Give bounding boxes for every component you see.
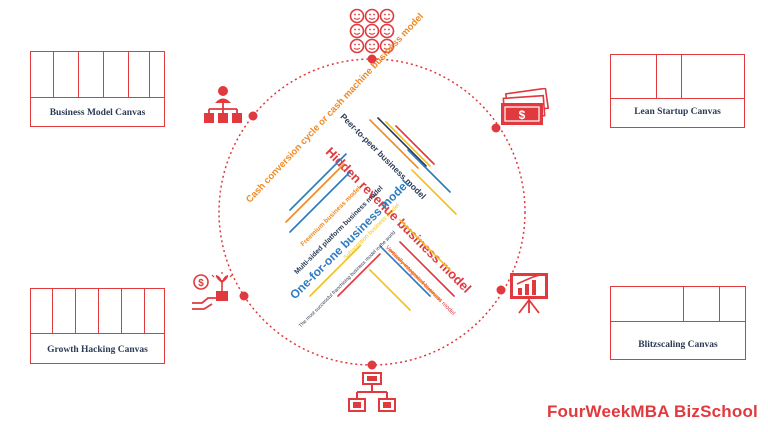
lean-startup-canvas-label: Lean Startup Canvas: [634, 107, 721, 117]
canvas-grid: [31, 289, 164, 334]
growth-hacking-canvas-card[interactable]: Growth Hacking Canvas: [30, 288, 165, 364]
svg-text:$: $: [198, 278, 204, 289]
growth-plant-icon: $: [192, 272, 233, 310]
growth-hacking-canvas-label: Growth Hacking Canvas: [47, 345, 148, 355]
ring-dot-top-left: [248, 111, 258, 121]
business-model-canvas-label: Business Model Canvas: [49, 108, 146, 118]
canvas-grid: [611, 55, 744, 99]
crowd-faces-icon: [349, 8, 395, 54]
org-chart-icon: [204, 86, 242, 123]
ring-dot-top-right: [491, 123, 501, 133]
blitzscaling-canvas-card[interactable]: Blitzscaling Canvas: [610, 286, 746, 360]
ring-dot-top: [367, 54, 377, 64]
ring-dot-bottom: [367, 360, 377, 370]
svg-text:$: $: [519, 108, 526, 122]
business-model-canvas-card[interactable]: Business Model Canvas: [30, 51, 165, 127]
money-stack-icon: $: [501, 88, 550, 125]
ring-dot-left: [239, 291, 249, 301]
presentation-chart-icon: [510, 273, 548, 314]
canvas-grid: [31, 52, 164, 98]
ring-dot-right: [496, 285, 506, 295]
word-cloud-filler: [285, 117, 457, 311]
hierarchy-icon: [348, 372, 396, 412]
brand-logo: FourWeekMBA BizSchool: [546, 402, 758, 421]
blitzscaling-canvas-label: Blitzscaling Canvas: [638, 340, 718, 350]
canvas-grid: [611, 287, 745, 322]
lean-startup-canvas-card[interactable]: Lean Startup Canvas: [610, 54, 745, 128]
